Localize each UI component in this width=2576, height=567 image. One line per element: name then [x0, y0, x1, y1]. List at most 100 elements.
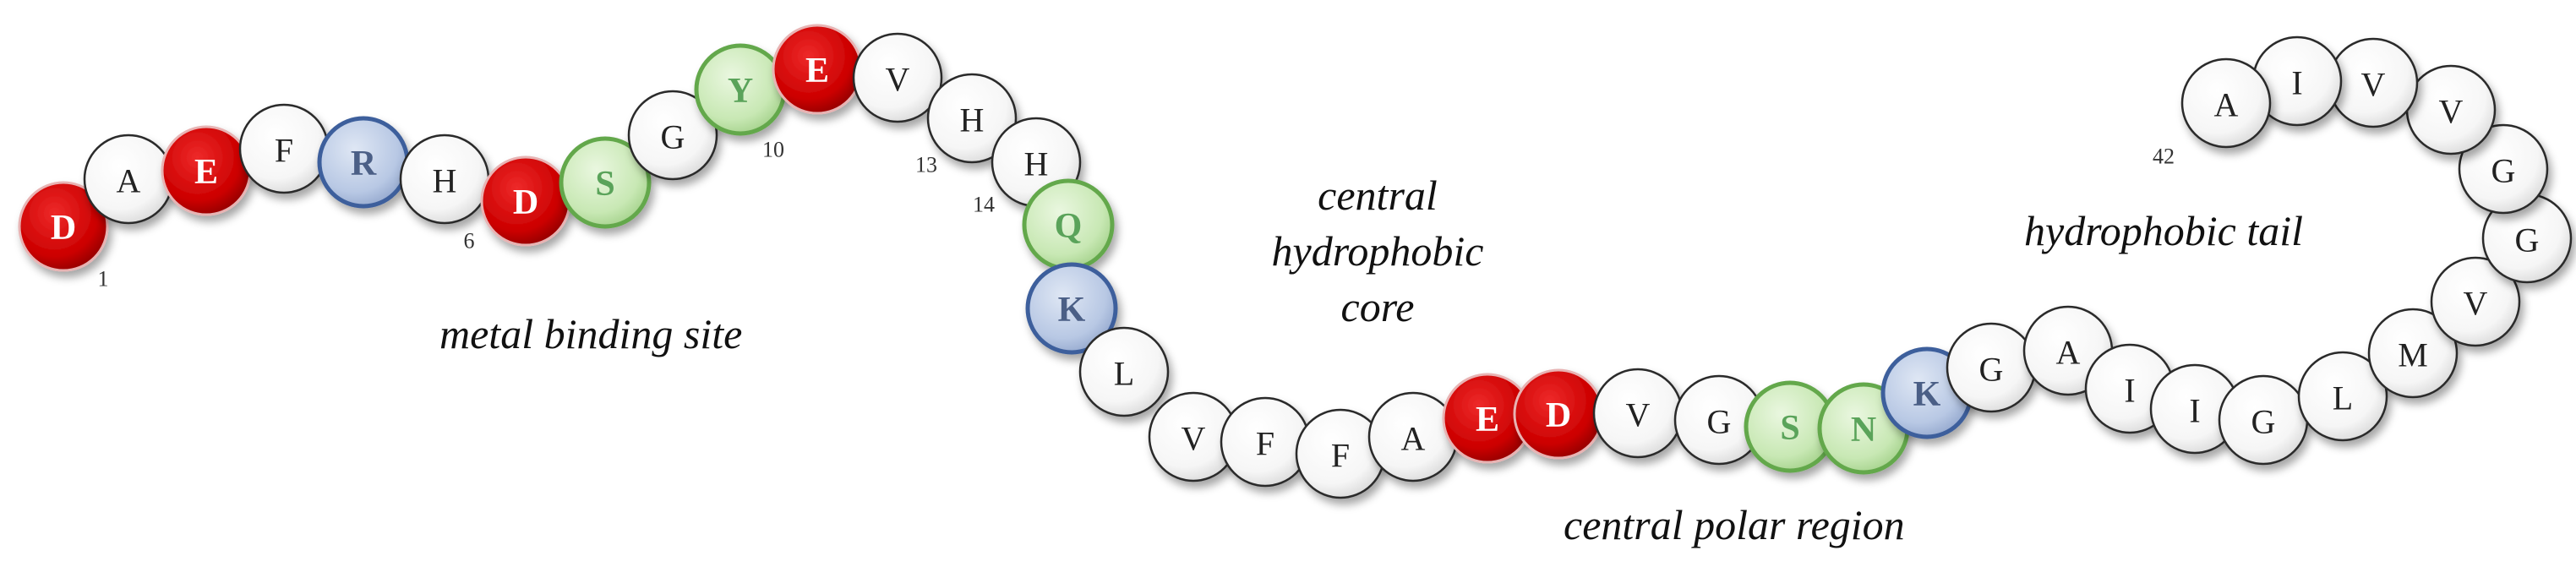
residue-letter: E	[1476, 401, 1499, 439]
region-label-metal-binding-site: metal binding site	[439, 310, 743, 357]
residue-letter: V	[2361, 66, 2386, 104]
residue-circle	[2297, 351, 2388, 442]
residue-letter: K	[1913, 375, 1941, 414]
residue-34: L	[2297, 351, 2388, 442]
residue-letter: H	[1024, 145, 1049, 183]
index-label-1: 1	[98, 267, 109, 292]
residue-22: E	[1442, 373, 1533, 464]
residue-11: E	[772, 24, 863, 115]
residue-12: V	[852, 32, 943, 123]
residue-letter: N	[1851, 411, 1876, 450]
residue-letter: Q	[1055, 207, 1083, 246]
residue-letter: F	[1331, 437, 1350, 475]
residue-letter: Y	[728, 72, 753, 111]
residue-circle	[2180, 57, 2272, 149]
residue-circle	[1025, 262, 1118, 355]
residue-1: D	[18, 181, 109, 272]
residue-letter: A	[1401, 420, 1426, 458]
residue-39: V	[2405, 64, 2497, 155]
residue-letter: G	[661, 118, 685, 156]
residue-letter: G	[2491, 152, 2516, 190]
residue-letter: D	[1546, 396, 1571, 435]
residue-letter: I	[2124, 372, 2135, 410]
residue-26: S	[1744, 380, 1836, 473]
residue-8: S	[559, 136, 652, 229]
index-label-14: 14	[973, 193, 995, 217]
residue-19: F	[1220, 396, 1311, 488]
residue-circle	[627, 90, 718, 181]
residue-16: K	[1025, 262, 1118, 355]
residue-letter: A	[2214, 86, 2239, 124]
residue-circle	[1078, 326, 1170, 417]
residue-letter: K	[1058, 291, 1086, 330]
region-label-hydrophobic-tail: hydrophobic tail	[2024, 207, 2304, 254]
residue-letter: E	[194, 153, 218, 192]
residue-letter: V	[1626, 396, 1651, 434]
residue-circle	[18, 181, 109, 272]
region-label-line: core	[1340, 283, 1415, 330]
residue-letter: I	[2291, 64, 2302, 102]
residue-letter: A	[117, 162, 141, 200]
residue-letter: S	[595, 165, 614, 204]
region-label-line: central	[1318, 172, 1438, 219]
residue-letter: D	[51, 209, 76, 248]
residue-33: G	[2218, 374, 2309, 466]
residue-17: L	[1078, 326, 1170, 417]
residue-circle	[559, 136, 652, 229]
index-label-42: 42	[2153, 144, 2175, 169]
residue-letter: H	[960, 101, 985, 139]
residue-29: G	[1946, 322, 2037, 413]
region-label-line: hydrophobic	[1271, 227, 1484, 275]
residue-letter: V	[2439, 93, 2464, 131]
residue-letter: I	[2189, 392, 2200, 430]
residue-letter: E	[805, 52, 829, 90]
residue-23: D	[1513, 368, 1604, 460]
residue-letter: A	[2056, 334, 2081, 372]
residue-circle	[852, 32, 943, 123]
residue-3: E	[161, 125, 252, 216]
residue-13: H	[926, 73, 1018, 164]
residue-24: V	[1592, 368, 1684, 459]
residue-circle	[2367, 308, 2459, 399]
residue-letter: L	[1114, 355, 1134, 393]
residue-38: G	[2458, 123, 2549, 215]
residue-letter: H	[433, 162, 457, 200]
residue-circle	[926, 73, 1018, 164]
residue-10: Y	[694, 43, 787, 136]
residue-letter: V	[1182, 420, 1206, 458]
residue-42: A	[2180, 57, 2272, 149]
residue-7: D	[480, 155, 571, 247]
residue-letter: F	[275, 132, 293, 170]
residue-letter: G	[1979, 351, 2004, 389]
residue-4: F	[238, 103, 330, 194]
residue-letter: G	[2515, 221, 2540, 259]
residue-letter: D	[513, 183, 538, 222]
residue-letter: M	[2398, 336, 2428, 374]
index-label-6: 6	[464, 229, 475, 254]
residue-2: A	[83, 134, 174, 225]
residue-6: H	[399, 134, 490, 225]
residue-9: G	[627, 90, 718, 181]
region-label-central-polar-region: central polar region	[1564, 501, 1905, 548]
residue-letter: R	[351, 144, 377, 183]
residue-letter: F	[1256, 425, 1274, 463]
index-label-10: 10	[762, 138, 784, 162]
residue-15: Q	[1022, 178, 1115, 271]
residue-40: V	[2328, 37, 2419, 128]
residue-36: V	[2430, 256, 2521, 347]
residue-letter: V	[2464, 285, 2488, 323]
residue-letter: V	[886, 61, 910, 99]
residue-circle	[2458, 123, 2549, 215]
index-label-13: 13	[915, 153, 937, 177]
residue-letter: G	[2251, 403, 2276, 441]
region-label-central-hydrophobic-core: central hydrophobic core	[1251, 167, 1504, 335]
residue-21: A	[1367, 391, 1459, 482]
residue-letter: G	[1707, 403, 1732, 441]
residue-18: V	[1148, 391, 1239, 482]
residue-5: R	[317, 116, 410, 209]
residue-letter: S	[1780, 409, 1799, 448]
residue-letter: L	[2333, 379, 2353, 417]
residue-35: M	[2367, 308, 2459, 399]
residue-circle	[2430, 256, 2521, 347]
